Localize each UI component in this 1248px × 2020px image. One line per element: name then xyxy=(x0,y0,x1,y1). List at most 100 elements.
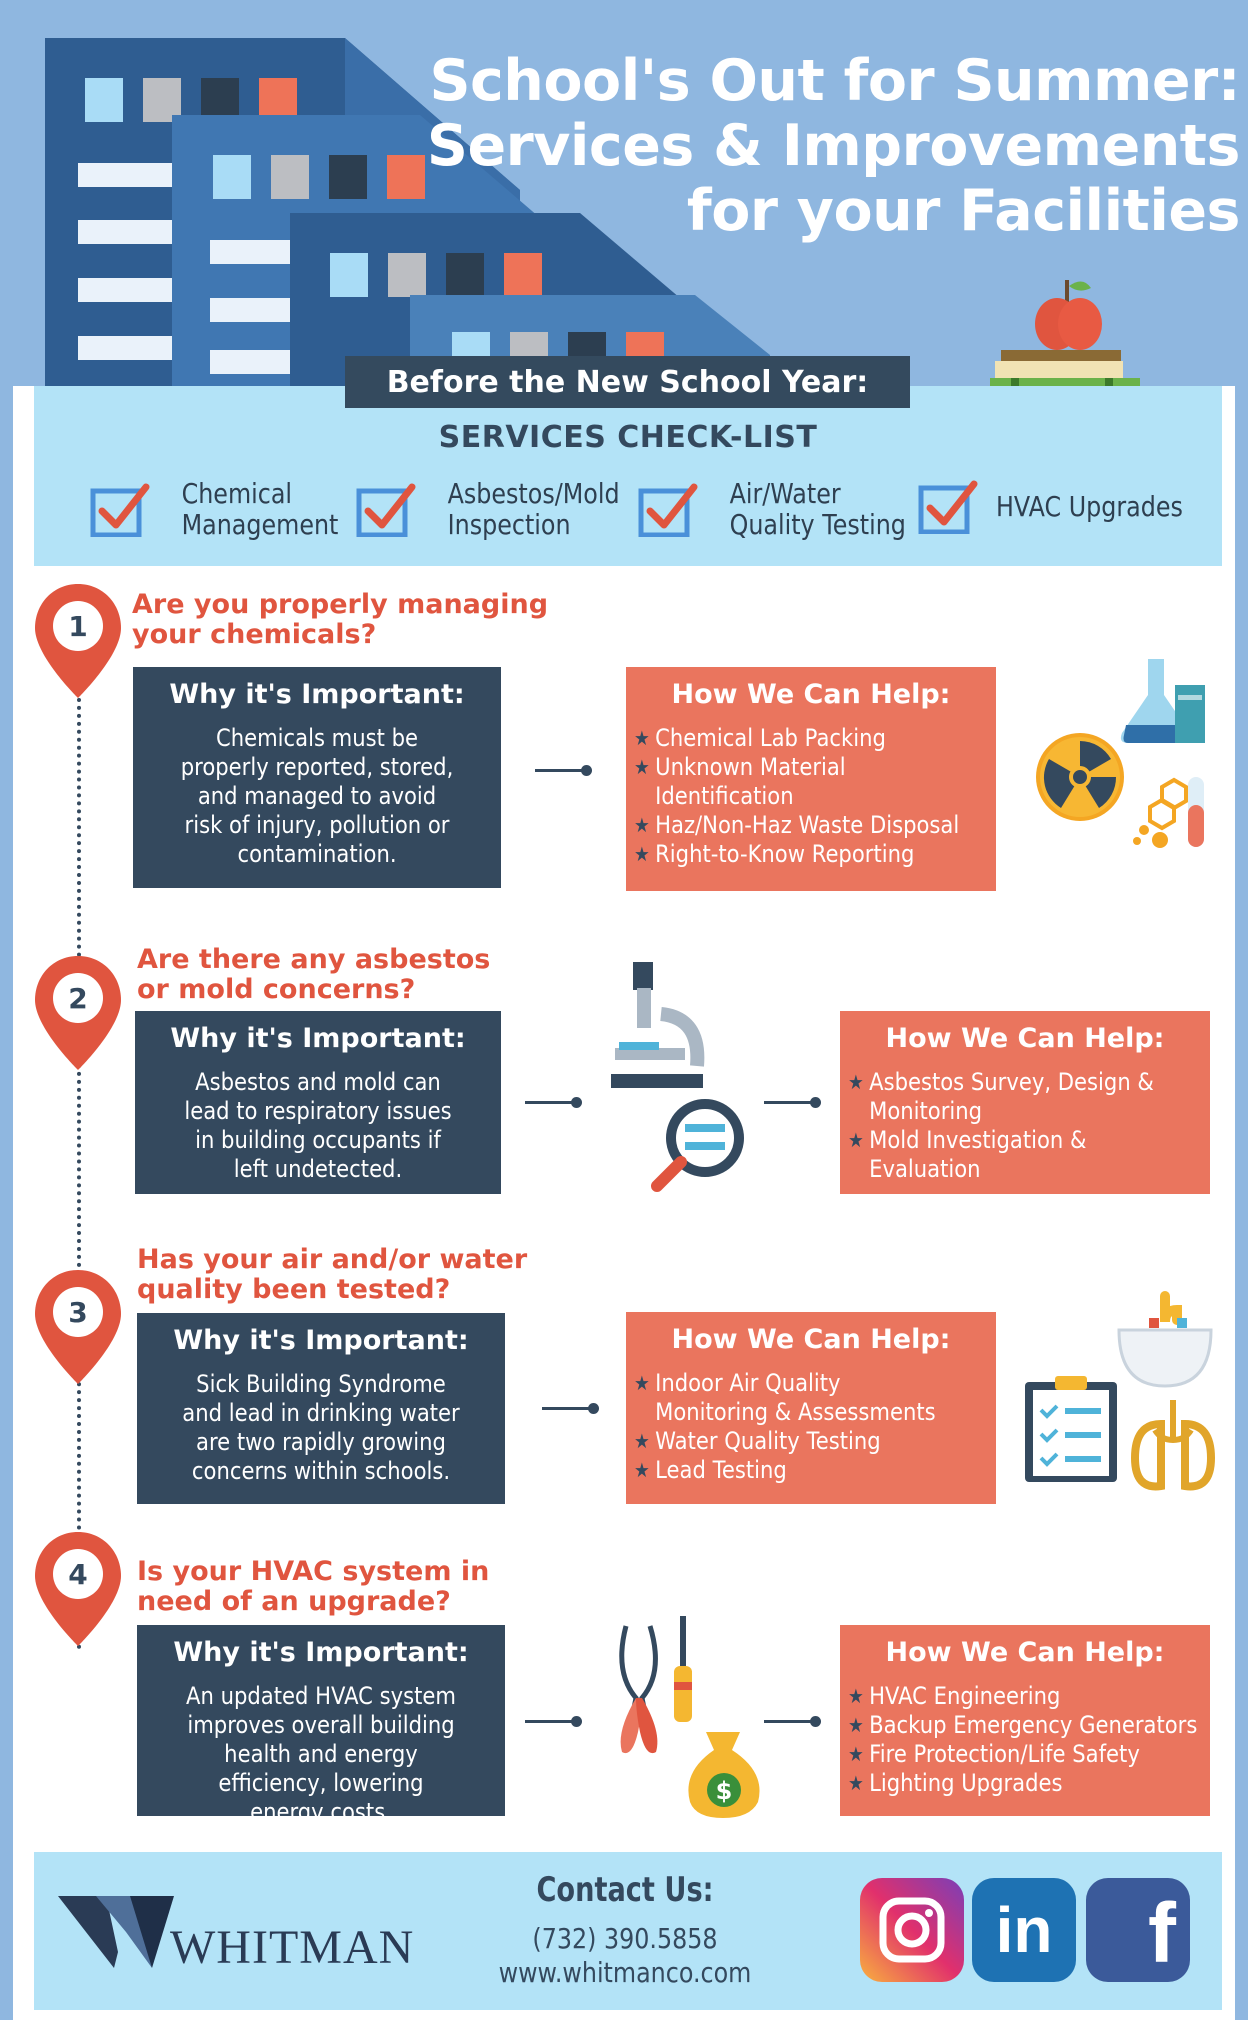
question-line-2: your chemicals? xyxy=(132,619,377,650)
timeline-dotted-line xyxy=(77,690,81,1650)
svg-text:$: $ xyxy=(716,1777,733,1805)
help-item: Indoor Air Quality xyxy=(634,1369,953,1398)
help-item: Fire Protection/Life Safety xyxy=(848,1740,1167,1769)
help-item-continued: Monitoring & Assessments xyxy=(655,1398,936,1426)
section-3-why-box: Why it's Important: Sick Building Syndro… xyxy=(137,1313,505,1504)
help-item: Chemical Lab Packing xyxy=(634,724,953,753)
checkbox-check-icon xyxy=(638,483,698,537)
check-line-2: Inspection xyxy=(447,508,571,541)
help-list: Chemical Lab Packing Unknown Material Id… xyxy=(634,724,996,869)
checkbox-check-icon xyxy=(356,483,416,537)
section-3-help-box: How We Can Help: Indoor Air Quality Moni… xyxy=(626,1312,996,1504)
section-4-why-box: Why it's Important: An updated HVAC syst… xyxy=(137,1625,505,1826)
step-number: 2 xyxy=(68,982,87,1015)
help-item: Asbestos Survey, Design & xyxy=(848,1068,1167,1097)
why-title: Why it's Important: xyxy=(173,1637,469,1668)
connector-line xyxy=(764,1716,821,1727)
linkedin-icon[interactable]: in xyxy=(972,1878,1076,1982)
checkbox-check-icon xyxy=(918,480,978,534)
why-title: Why it's Important: xyxy=(173,1325,469,1356)
check-line-1: HVAC Upgrades xyxy=(996,489,1183,523)
help-item-continued: Monitoring xyxy=(869,1097,983,1125)
instagram-icon[interactable] xyxy=(860,1878,964,1982)
whitman-logo-icon xyxy=(58,1896,174,1968)
section-1-question: Are you properly managing your chemicals… xyxy=(132,590,548,650)
help-item: Mold Investigation & xyxy=(848,1126,1167,1155)
section-3-question: Has your air and/or water quality been t… xyxy=(137,1245,527,1305)
section-2-question: Are there any asbestos or mold concerns? xyxy=(137,945,490,1005)
why-title: Why it's Important: xyxy=(169,679,465,710)
help-item: Lighting Upgrades xyxy=(848,1769,1167,1798)
header: School's Out for Summer: Services & Impr… xyxy=(0,0,1248,402)
question-line-1: Is your HVAC system in xyxy=(137,1556,490,1587)
brand-name: WHITMAN xyxy=(170,1921,415,1974)
question-line-2: need of an upgrade? xyxy=(137,1586,451,1617)
connector-line xyxy=(525,1097,582,1108)
help-list: Indoor Air Quality Monitoring & Assessme… xyxy=(634,1369,996,1485)
check-line-1: Air/Water xyxy=(729,477,841,510)
help-item-continued: Evaluation xyxy=(869,1155,981,1183)
contact-title: Contact Us: xyxy=(536,1870,714,1910)
check-line-2: Quality Testing xyxy=(729,508,906,541)
contact-website[interactable]: www.whitmanco.com xyxy=(498,1956,752,1989)
question-line-2: quality been tested? xyxy=(137,1274,451,1305)
checkbox-check-icon xyxy=(90,483,150,537)
sink-clipboard-lungs-icons xyxy=(1025,1291,1216,1491)
help-item: Backup Emergency Generators xyxy=(848,1711,1197,1740)
check-line-2: Management xyxy=(181,508,339,541)
section-2-why-box: Why it's Important: Asbestos and mold ca… xyxy=(135,1011,501,1194)
step-4-marker-icon: 4 xyxy=(35,1532,121,1646)
question-line-2: or mold concerns? xyxy=(137,974,416,1005)
contact-phone[interactable]: (732) 390.5858 xyxy=(532,1922,718,1955)
step-1-marker-icon: 1 xyxy=(35,584,121,698)
step-3-marker-icon: 3 xyxy=(35,1270,121,1384)
connector-line xyxy=(535,765,592,776)
check-line-1: Chemical xyxy=(181,477,293,510)
connector-line xyxy=(764,1097,821,1108)
step-number: 3 xyxy=(68,1296,87,1329)
connector-line xyxy=(542,1403,599,1414)
title-line-2: Services & Improvements xyxy=(426,113,1241,179)
step-2-marker-icon: 2 xyxy=(35,956,121,1070)
title-line-3: for your Facilities xyxy=(686,178,1241,244)
section-1-help-box: How We Can Help: Chemical Lab Packing Un… xyxy=(626,667,996,891)
help-item: Unknown Material xyxy=(634,753,953,782)
section-4-question: Is your HVAC system in need of an upgrad… xyxy=(137,1557,489,1617)
help-item: Haz/Non-Haz Waste Disposal xyxy=(634,811,959,840)
help-list: HVAC Engineering Backup Emergency Genera… xyxy=(848,1682,1210,1798)
section-2-help-box: How We Can Help: Asbestos Survey, Design… xyxy=(840,1011,1210,1194)
help-title: How We Can Help: xyxy=(885,1023,1165,1054)
checklist-title: SERVICES CHECK-LIST xyxy=(438,420,818,455)
why-text: Sick Building Syndrome and lead in drink… xyxy=(182,1370,460,1485)
before-new-year-bar: Before the New School Year: xyxy=(345,356,910,408)
chemistry-icons xyxy=(1036,659,1205,848)
step-number: 1 xyxy=(68,610,87,643)
help-item-continued: Identification xyxy=(655,782,794,810)
help-item: Lead Testing xyxy=(634,1456,953,1485)
help-item: Right-to-Know Reporting xyxy=(634,840,953,869)
question-line-1: Are you properly managing xyxy=(132,589,549,620)
check-line-1: Asbestos/Mold xyxy=(447,477,620,510)
tools-moneybag-icons: $ xyxy=(619,1616,760,1818)
title-line-1: School's Out for Summer: xyxy=(429,48,1240,114)
help-item: Water Quality Testing xyxy=(634,1427,953,1456)
checklist-box xyxy=(34,386,1222,566)
section-4-help-box: How We Can Help: HVAC Engineering Backup… xyxy=(840,1625,1210,1816)
why-text: Chemicals must be properly reported, sto… xyxy=(180,724,454,868)
question-line-1: Are there any asbestos xyxy=(137,944,491,975)
step-number: 4 xyxy=(68,1558,87,1591)
section-1-why-box: Why it's Important: Chemicals must be pr… xyxy=(133,667,501,888)
help-title: How We Can Help: xyxy=(671,679,951,710)
why-text: An updated HVAC system improves overall … xyxy=(186,1682,456,1826)
connector-line xyxy=(525,1716,582,1727)
facebook-icon[interactable]: f xyxy=(1086,1878,1190,1982)
why-title: Why it's Important: xyxy=(170,1023,466,1054)
help-title: How We Can Help: xyxy=(671,1324,951,1355)
question-line-1: Has your air and/or water xyxy=(137,1244,528,1275)
why-text: Asbestos and mold can lead to respirator… xyxy=(184,1068,452,1183)
checklist-item-hvac: HVAC Upgrades xyxy=(918,478,1216,534)
help-title: How We Can Help: xyxy=(885,1637,1165,1668)
